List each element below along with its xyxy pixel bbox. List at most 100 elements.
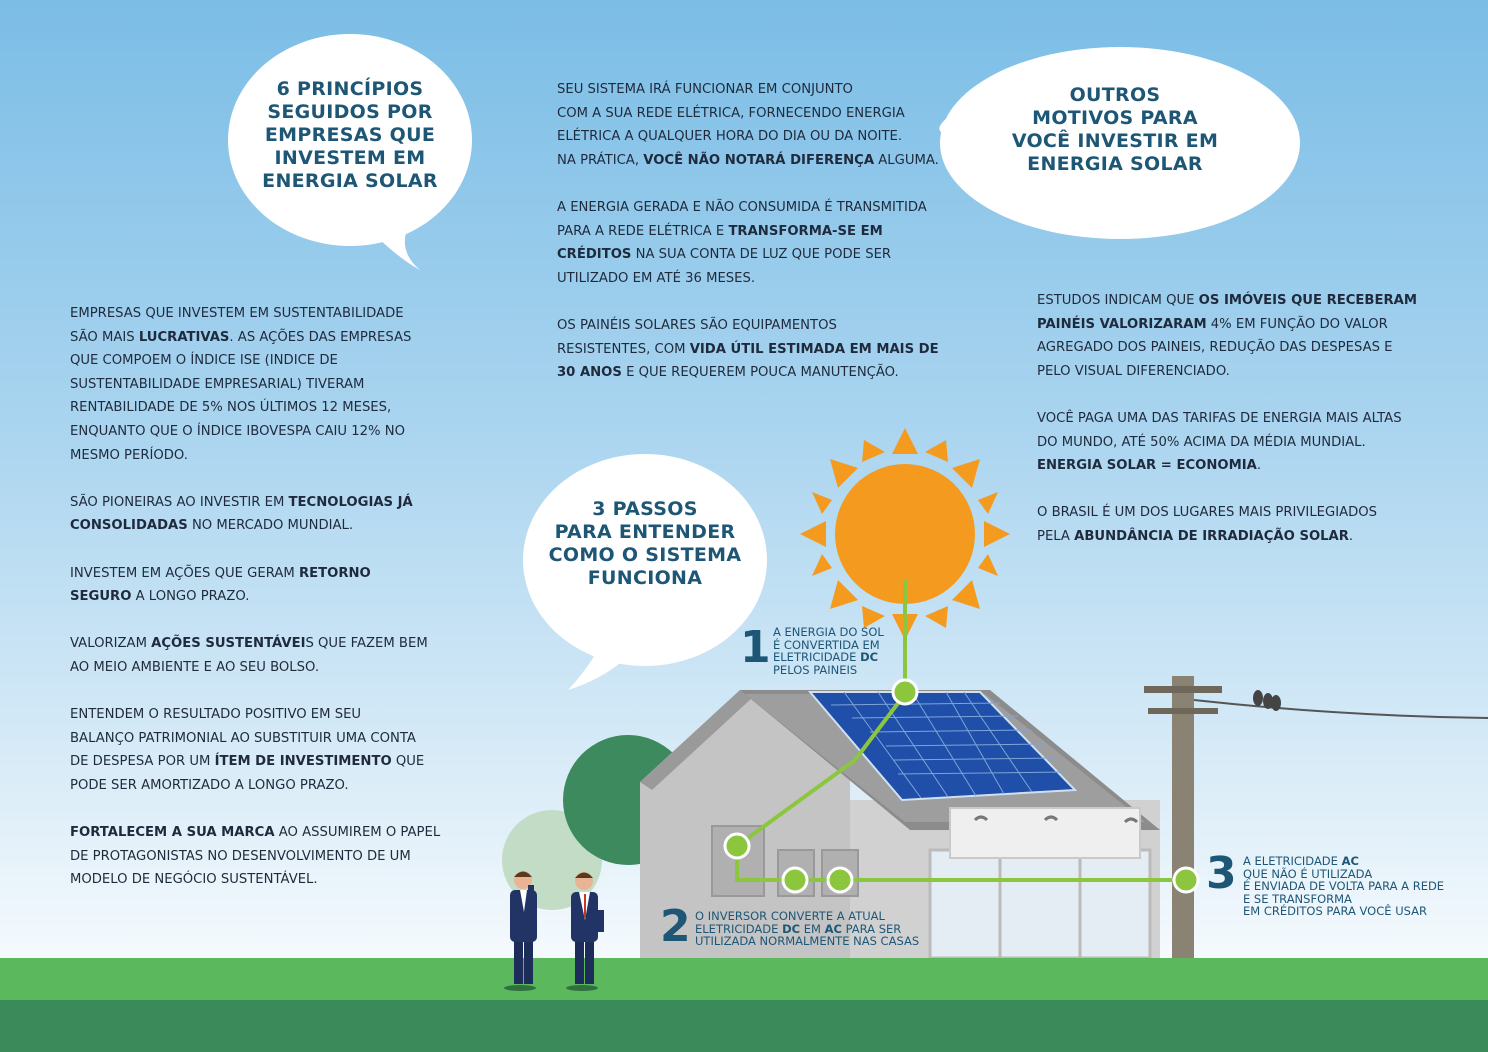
ground <box>0 1000 1488 1052</box>
text-run: QUE COMPOEM O ÍNDICE ISE (INDICE DE <box>70 353 338 369</box>
principles-title: 6 PRINCÍPIOS SEGUIDOS POR EMPRESAS QUE I… <box>230 78 470 193</box>
text-run: ELÉTRICA A QUALQUER HORA DO DIA OU DA NO… <box>557 129 903 145</box>
text-bold-run: AÇÕES SUSTENTÁVEI <box>151 636 306 652</box>
step-text-bold-run: AC <box>824 921 842 936</box>
principles-text: EMPRESAS QUE INVESTEM EM SUSTENTABILIDAD… <box>70 302 490 892</box>
step-text-run: O INVERSOR CONVERTE A ATUAL <box>695 909 885 923</box>
text-run: A LONGO PRAZO. <box>131 589 250 605</box>
text-bold-run: OS IMÓVEIS QUE RECEBERAM <box>1198 293 1417 308</box>
text-run: PELA <box>1037 528 1075 544</box>
text-bold-run: SEGURO <box>70 589 132 605</box>
text-bold-run: CONSOLIDADAS <box>70 518 188 534</box>
reasons-title-line: VOCÊ INVESTIR EM <box>1011 130 1219 152</box>
step-1-number: 1 <box>740 622 771 673</box>
text-run: RESISTENTES, COM <box>557 341 690 357</box>
paragraph: A ENERGIA GERADA E NÃO CONSUMIDA É TRANS… <box>557 196 977 290</box>
paragraph: VALORIZAM AÇÕES SUSTENTÁVEIS QUE FAZEM B… <box>70 632 490 679</box>
text-run: DE DESPESA POR UM <box>70 754 215 770</box>
step-2-number: 2 <box>660 901 691 952</box>
text-run: PELO VISUAL DIFERENCIADO. <box>1037 363 1230 379</box>
text-run: MODELO DE NEGÓCIO SUSTENTÁVEL. <box>70 872 318 888</box>
text-run: SÃO MAIS <box>70 329 139 345</box>
steps-title: 3 PASSOS PARA ENTENDER COMO O SISTEMA FU… <box>528 498 762 590</box>
text-run: SEU SISTEMA IRÁ FUNCIONAR EM CONJUNTO <box>557 82 853 97</box>
text-run: ALGUMA. <box>874 152 939 168</box>
steps-title-line: 3 PASSOS <box>592 498 698 520</box>
text-bold-run: ABUNDÂNCIA DE IRRADIAÇÃO SOLAR <box>1074 528 1349 544</box>
birds-icon <box>1253 690 1281 711</box>
text-run: PARA A REDE ELÉTRICA E <box>557 223 729 239</box>
text-run: ENTENDEM O RESULTADO POSITIVO EM SEU <box>70 707 362 723</box>
solar-panel-icon <box>807 691 1078 802</box>
paragraph: FORTALECEM A SUA MARCA AO ASSUMIREM O PA… <box>70 821 490 892</box>
paragraph: INVESTEM EM AÇÕES QUE GERAM RETORNO SEGUR… <box>70 562 490 609</box>
step-text-run: PARA SER <box>841 921 902 936</box>
text-run: NO MERCADO MUNDIAL. <box>187 518 354 534</box>
text-run: S QUE FAZEM BEM <box>305 636 428 652</box>
text-run: COM A SUA REDE ELÉTRICA, FORNECENDO ENER… <box>557 105 905 121</box>
text-run: AO MEIO AMBIENTE E AO SEU BOLSO. <box>70 659 320 675</box>
text-run: . <box>1348 528 1354 544</box>
text-run: ESTUDOS INDICAM QUE <box>1037 293 1199 308</box>
grass <box>0 958 1488 1002</box>
steps-speech-bubble <box>523 454 767 690</box>
principles-title-line: 6 PRINCÍPIOS <box>276 78 424 100</box>
step-text-run: QUE NÃO É UTILIZADA <box>1243 866 1373 881</box>
text-bold-run: TRANSFORMA-SE EM <box>728 223 883 239</box>
principles-title-line: INVESTEM EM <box>274 147 426 169</box>
text-run: SÃO PIONEIRAS AO INVESTIR EM <box>70 494 289 510</box>
step-text-run: É CONVERTIDA EM <box>773 637 880 652</box>
text-bold-run: 30 ANOS <box>557 365 622 381</box>
principles-title-line: EMPRESAS QUE <box>264 124 436 146</box>
steps-title-line: COMO O SISTEMA <box>548 544 742 566</box>
principles-title-line: ENERGIA SOLAR <box>262 170 438 192</box>
step-text-run: ELETRICIDADE <box>773 650 861 664</box>
reasons-title-line: MOTIVOS PARA <box>1032 107 1198 129</box>
text-bold-run: VIDA ÚTIL ESTIMADA EM MAIS DE <box>689 341 939 357</box>
paragraph: VOCÊ PAGA UMA DAS TARIFAS DE ENERGIA MAI… <box>1037 407 1477 478</box>
text-run: 4% EM FUNÇÃO DO VALOR <box>1206 316 1388 332</box>
text-run: INVESTEM EM AÇÕES QUE GERAM <box>70 565 299 581</box>
paragraph: SEU SISTEMA IRÁ FUNCIONAR EM CONJUNTO COM… <box>557 78 977 172</box>
paragraph: ESTUDOS INDICAM QUE OS IMÓVEIS QUE RECEB… <box>1037 289 1477 383</box>
text-run: DO MUNDO, ATÉ 50% ACIMA DA MÉDIA MUNDIAL… <box>1037 434 1366 450</box>
text-bold-run: FORTALECEM A SUA MARCA <box>70 825 275 841</box>
step-text-run: A ELETRICIDADE <box>1243 854 1342 868</box>
step-text-run: A ENERGIA DO SOL <box>773 625 884 639</box>
steps-title-line: PARA ENTENDER <box>554 521 736 543</box>
step-3-number: 3 <box>1206 848 1237 899</box>
text-run: O BRASIL É UM DOS LUGARES MAIS PRIVILEGI… <box>1037 505 1378 521</box>
sun-icon <box>800 428 1010 640</box>
text-run: . <box>1256 458 1262 474</box>
text-bold-run: RETORNO <box>298 565 371 581</box>
text-run: NA SUA CONTA DE LUZ QUE PODE SER <box>631 247 892 263</box>
paragraph: SÃO PIONEIRAS AO INVESTIR EM TECNOLOGIAS… <box>70 491 490 538</box>
principles-speech-bubble <box>228 34 472 270</box>
text-bold-run: CRÉDITOS <box>557 247 632 263</box>
text-run: QUE <box>391 754 425 770</box>
step-text-run: ELETRICIDADE <box>695 921 783 936</box>
text-run: AGREGADO DOS PAINEIS, REDUÇÃO DAS DESPES… <box>1037 340 1393 356</box>
principles-title-line: SEGUIDOS POR <box>267 101 433 123</box>
step-text-run: EM CRÉDITOS PARA VOCÊ USAR <box>1243 904 1427 918</box>
step-text-bold-run: DC <box>782 921 801 936</box>
reasons-title-line: OUTROS <box>1069 84 1161 106</box>
reasons-text: ESTUDOS INDICAM QUE OS IMÓVEIS QUE RECEB… <box>1037 289 1477 549</box>
text-run: UTILIZADO EM ATÉ 36 MESES. <box>557 270 756 286</box>
text-bold-run: VOCÊ NÃO NOTARÁ DIFERENÇA <box>643 152 875 168</box>
reasons-title: OUTROS MOTIVOS PARA VOCÊ INVESTIR EM ENE… <box>980 84 1250 176</box>
text-run: PODE SER AMORTIZADO A LONGO PRAZO. <box>70 777 349 793</box>
text-run: EMPRESAS QUE INVESTEM EM SUSTENTABILIDAD… <box>70 306 404 321</box>
text-bold-run: TECNOLOGIAS JÁ <box>288 494 413 510</box>
text-run: NA PRÁTICA, <box>557 152 644 168</box>
step-text-run: E SE TRANSFORMA <box>1243 891 1352 906</box>
reasons-speech-bubble <box>939 47 1300 239</box>
text-run: RENTABILIDADE DE 5% NOS ÚLTIMOS 12 MESES… <box>70 400 392 416</box>
text-run: BALANÇO PATRIMONIAL AO SUBSTITUIR UMA CO… <box>70 730 416 746</box>
paragraph: ENTENDEM O RESULTADO POSITIVO EM SEU BALA… <box>70 703 490 797</box>
step-text-run: EM <box>800 921 825 936</box>
